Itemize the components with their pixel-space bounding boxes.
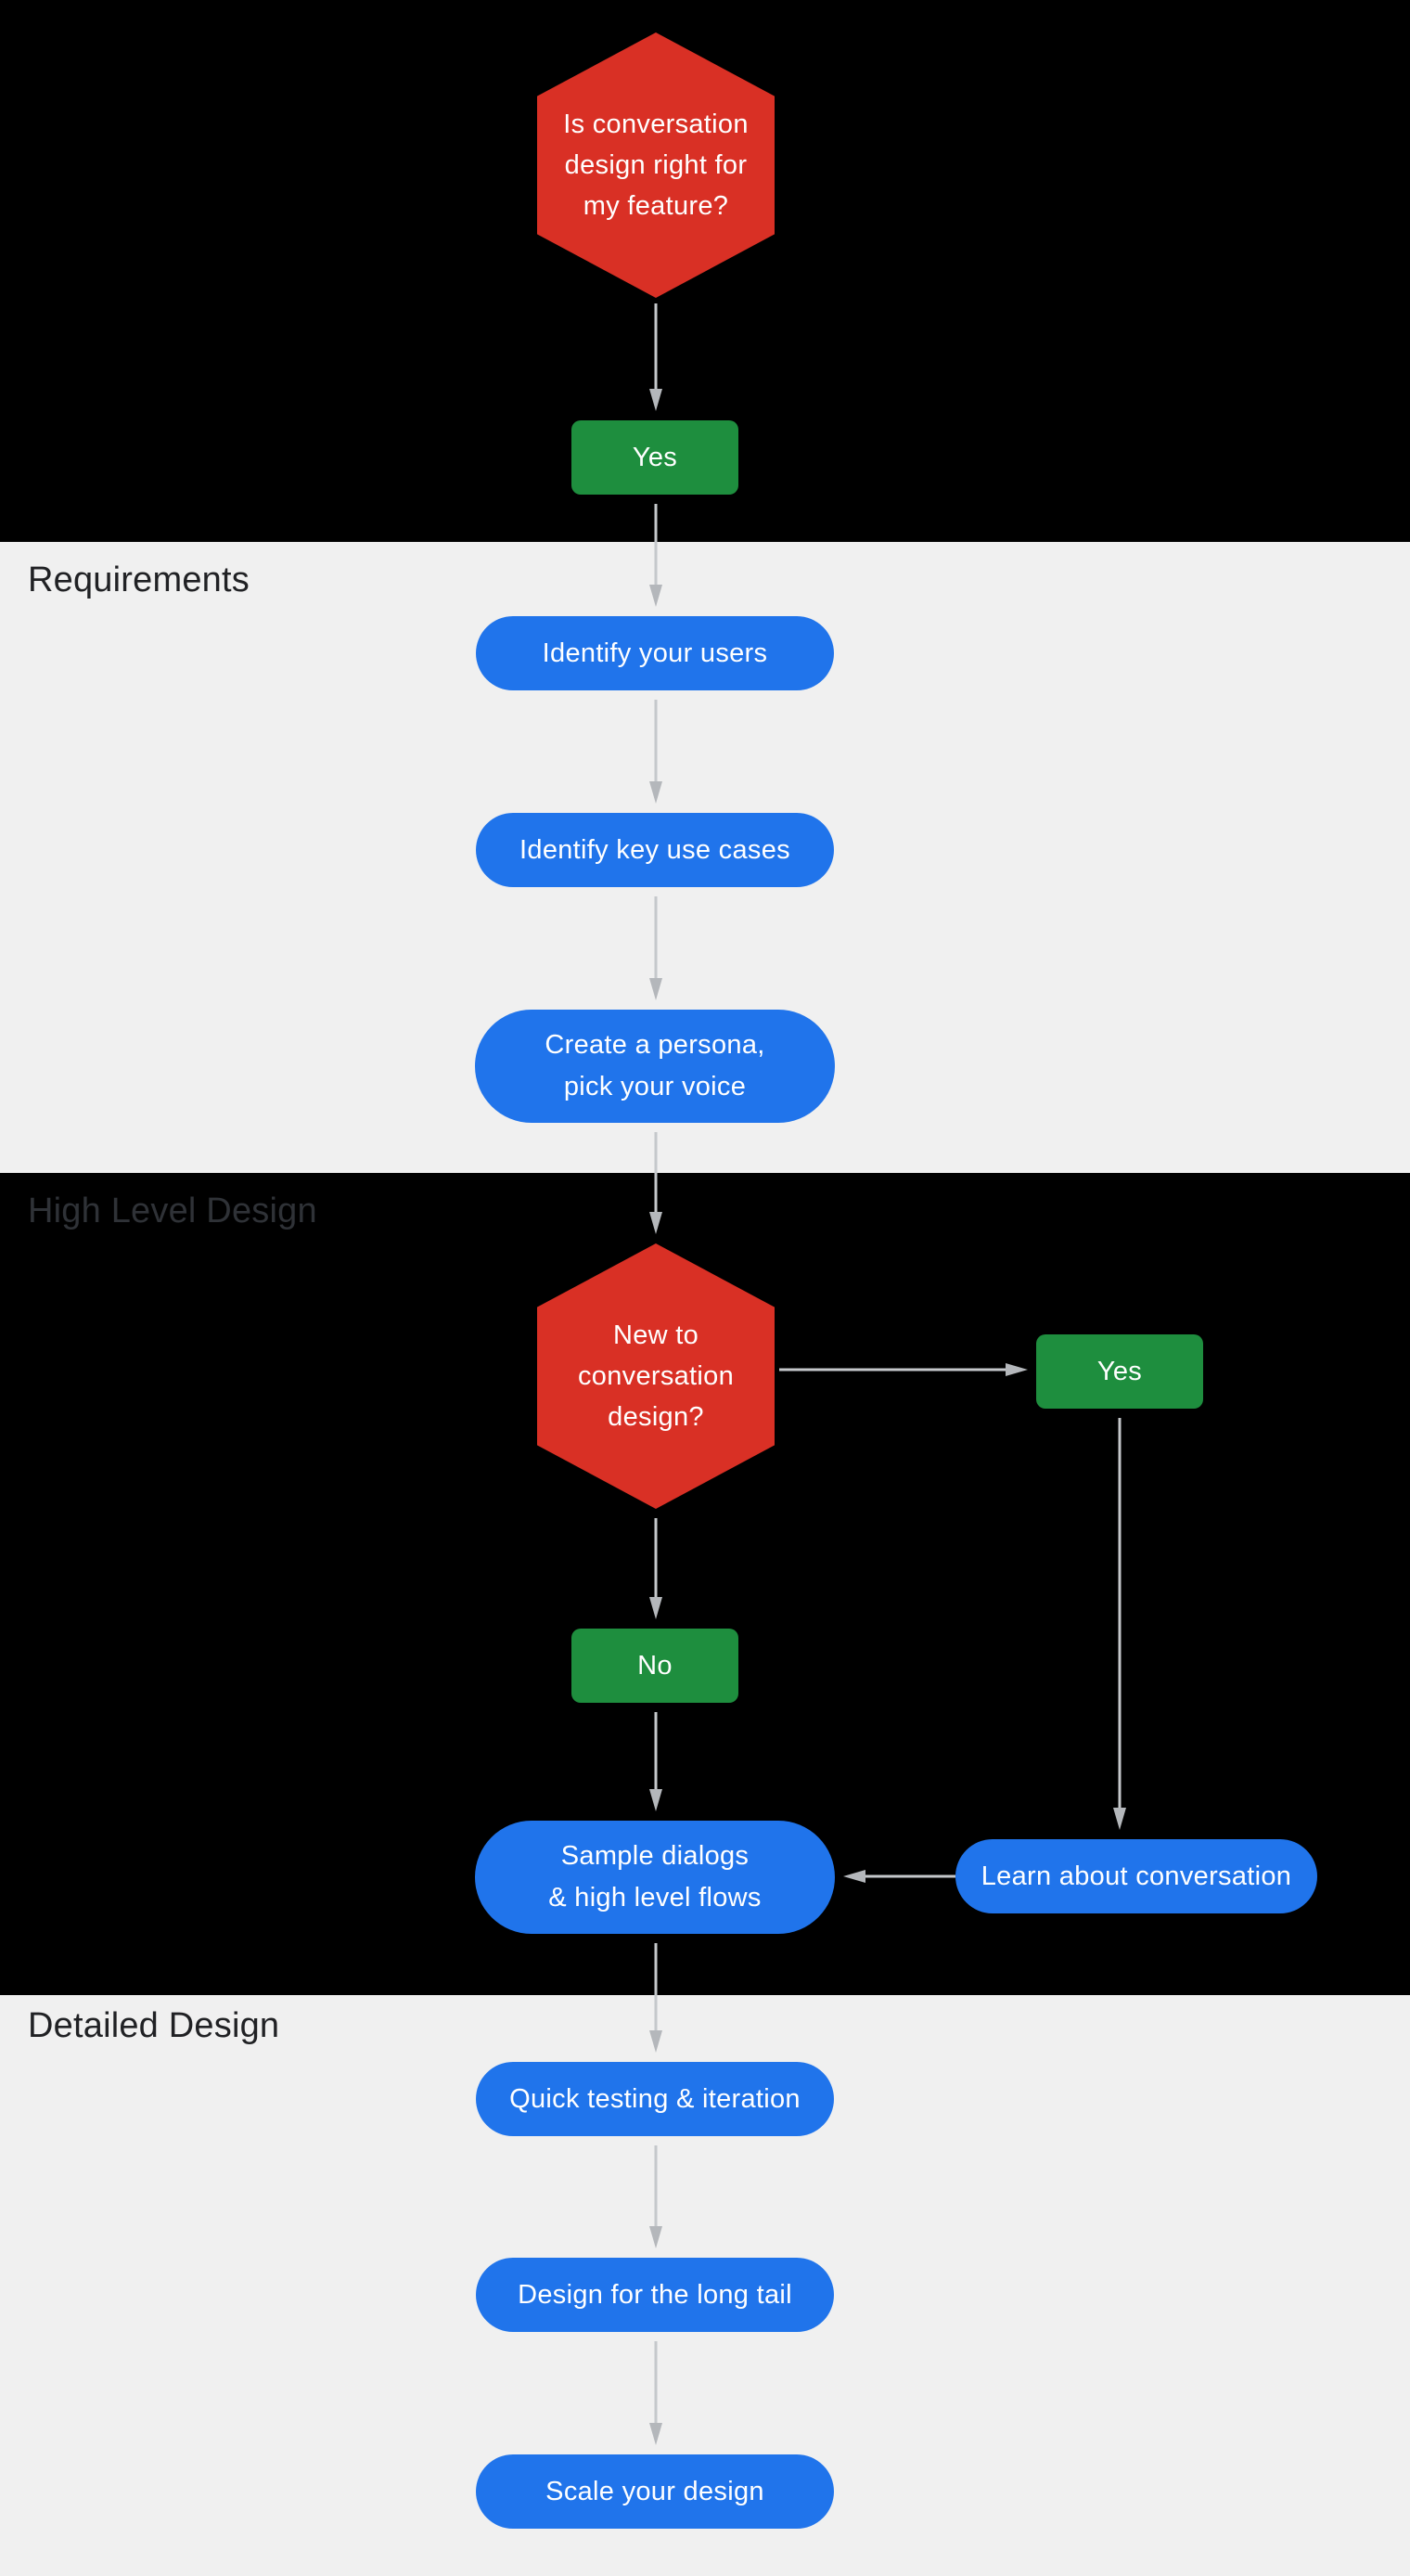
decision-new-to-conversation-design[interactable]: New to conversation design? — [537, 1243, 775, 1509]
answer-label: No — [637, 1651, 673, 1681]
step-text-line: & high level flows — [548, 1883, 762, 1913]
decision-text-line: Is conversation — [563, 109, 749, 139]
step-label: Learn about conversation — [981, 1861, 1292, 1891]
step-label: Identify your users — [542, 638, 768, 668]
step-text-line: Sample dialogs — [560, 1841, 750, 1871]
answer-no-button[interactable]: No — [571, 1629, 738, 1703]
decision-text-line: design? — [608, 1402, 704, 1432]
step-label: Scale your design — [545, 2477, 764, 2506]
step-create-persona-pick-voice[interactable]: Create a persona, pick your voice — [475, 1010, 835, 1123]
step-label: Identify key use cases — [519, 835, 790, 865]
answer-label: Yes — [632, 443, 678, 472]
answer-yes-button-2[interactable]: Yes — [1036, 1334, 1203, 1409]
section-label-high-level-design: High Level Design — [28, 1191, 317, 1230]
answer-yes-button[interactable]: Yes — [571, 420, 738, 495]
step-identify-your-users[interactable]: Identify your users — [476, 616, 834, 690]
step-design-for-long-tail[interactable]: Design for the long tail — [476, 2258, 834, 2332]
decision-text-line: design right for — [564, 150, 748, 180]
step-text-line: Create a persona, — [545, 1030, 765, 1060]
step-identify-key-use-cases[interactable]: Identify key use cases — [476, 813, 834, 887]
step-text-line: pick your voice — [563, 1072, 747, 1101]
answer-label: Yes — [1096, 1357, 1143, 1386]
step-sample-dialogs-high-level-flows[interactable]: Sample dialogs & high level flows — [475, 1821, 835, 1934]
step-label: Design for the long tail — [518, 2280, 792, 2310]
decision-text-line: my feature? — [583, 191, 729, 221]
step-label: Quick testing & iteration — [509, 2084, 801, 2114]
step-quick-testing-iteration[interactable]: Quick testing & iteration — [476, 2062, 834, 2136]
step-learn-about-conversation[interactable]: Learn about conversation — [955, 1839, 1317, 1913]
section-label-requirements: Requirements — [28, 560, 250, 599]
decision-text-line: conversation — [577, 1361, 735, 1391]
decision-text-line: New to — [612, 1320, 699, 1350]
decision-is-conversation-design-right[interactable]: Is conversation design right for my feat… — [537, 32, 775, 298]
step-scale-your-design[interactable]: Scale your design — [476, 2454, 834, 2529]
section-label-detailed-design: Detailed Design — [28, 2006, 280, 2045]
